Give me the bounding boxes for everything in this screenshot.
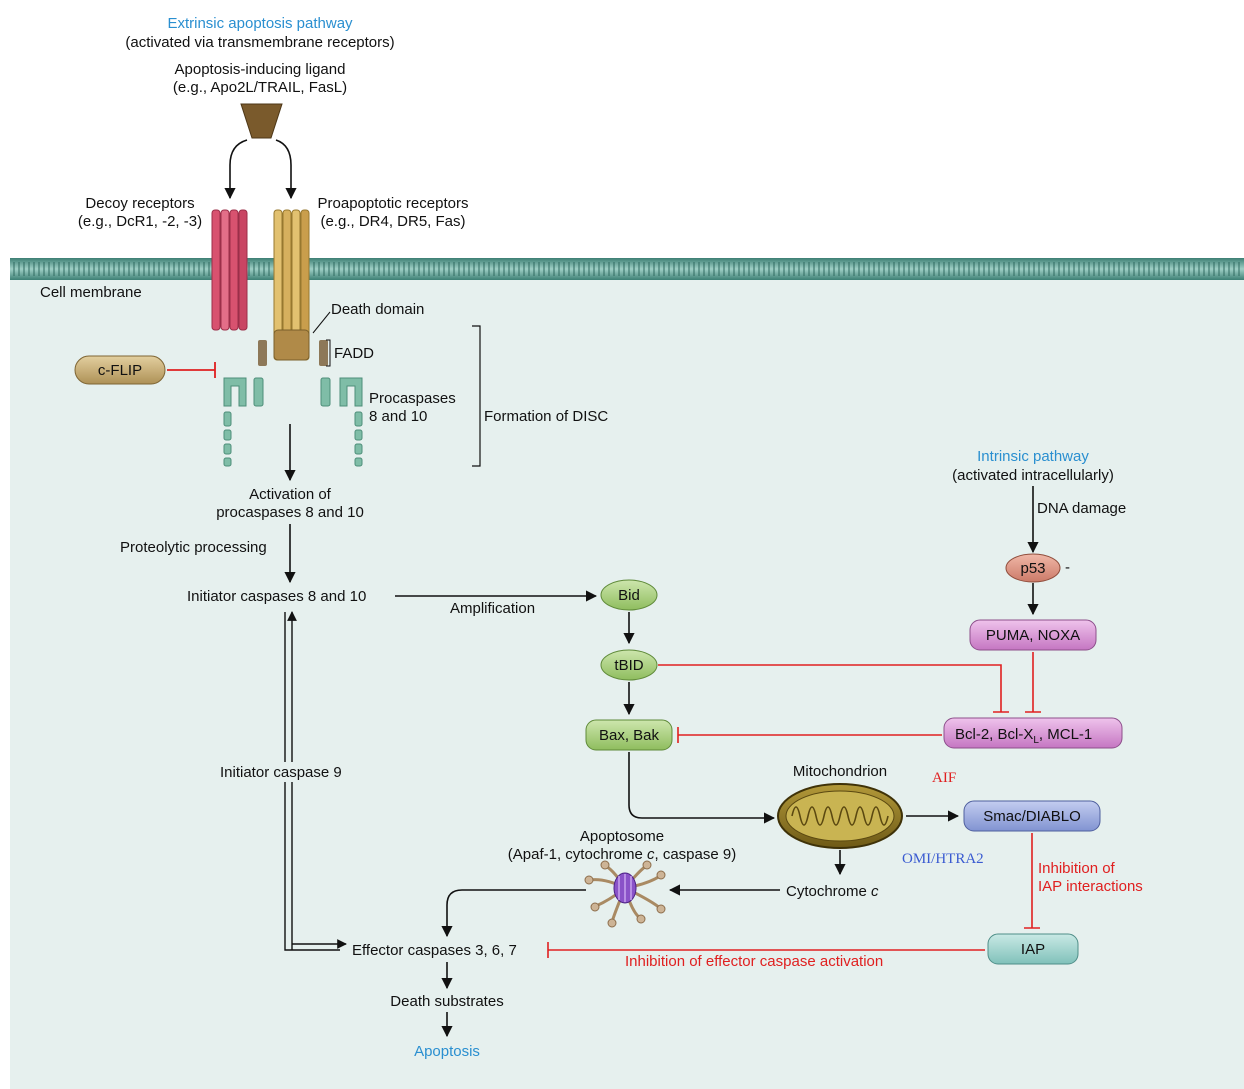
- procaspases-numbers: 8 and 10: [369, 408, 427, 425]
- cytochrome-label: Cytochrome c: [786, 883, 879, 900]
- svg-text:Bid: Bid: [618, 587, 640, 604]
- decoy-receptor: [211, 209, 248, 331]
- svg-text:IAP: IAP: [1021, 941, 1045, 958]
- smac-inhibits-iap: [1024, 833, 1040, 929]
- tbid-node: tBID: [600, 649, 658, 681]
- activation-detail: procaspases 8 and 10: [216, 504, 364, 521]
- intrinsic-title: Intrinsic pathway: [977, 448, 1089, 465]
- death-substrates-label: Death substrates: [390, 993, 503, 1010]
- disc-bracket: [472, 325, 481, 467]
- effector-inhibition-label: Inhibition of effector caspase activatio…: [625, 953, 883, 970]
- aif-label: AIF: [932, 770, 956, 786]
- activation-label: Activation of: [249, 486, 332, 503]
- effector-inhibition: [547, 942, 985, 958]
- arrow-bax-to-mitochondrion: [628, 752, 776, 824]
- initiator-8-10-label: Initiator caspases 8 and 10: [187, 588, 366, 605]
- mitochondrion-label: Mitochondrion: [793, 763, 887, 780]
- extrinsic-subtitle: (activated via transmembrane receptors): [125, 34, 394, 51]
- apoptosome-label: Apoptosome: [580, 828, 664, 845]
- apoptosome-detail-a: (Apaf-1, cytochrome: [508, 846, 647, 863]
- ligand-label: Apoptosis-inducing ligand: [175, 61, 346, 78]
- inhibition-iap-detail: IAP interactions: [1038, 878, 1143, 895]
- apoptosome-detail-b: , caspase 9): [655, 846, 737, 863]
- cell-membrane-label: Cell membrane: [40, 284, 142, 301]
- procaspases-label: Procaspases: [369, 390, 456, 407]
- cflip-inhibition: [167, 362, 216, 378]
- intrinsic-subtitle: (activated intracellularly): [952, 467, 1114, 484]
- svg-text:tBID: tBID: [614, 657, 643, 674]
- apoptosome-detail-c: c: [647, 846, 655, 863]
- svg-text:PUMA, NOXA: PUMA, NOXA: [986, 627, 1080, 644]
- omi-htra2-label: OMI/HTRA2: [902, 851, 984, 867]
- pro-receptor-examples: (e.g., DR4, DR5, Fas): [320, 213, 465, 230]
- fadd-left: [258, 340, 267, 366]
- tbid-inhibits-bcl: [658, 664, 1009, 713]
- pro-receptor-label: Proapoptotic receptors: [318, 195, 469, 212]
- arrow-apoptosome-to-effector: [441, 889, 586, 938]
- procaspase-right: [320, 377, 363, 467]
- effector-caspases-label: Effector caspases 3, 6, 7: [352, 942, 517, 959]
- p53-node: p53: [1005, 553, 1061, 583]
- disc-formation-label: Formation of DISC: [484, 408, 608, 425]
- apoptosis-label: Apoptosis: [414, 1043, 480, 1060]
- puma-inhibits-bcl: [1025, 652, 1041, 713]
- amplification-label: Amplification: [450, 600, 535, 617]
- extrinsic-title: Extrinsic apoptosis pathway: [167, 15, 353, 32]
- cflip-node: c-FLIP: [74, 355, 166, 385]
- iap-node: IAP: [987, 933, 1079, 965]
- inhibition-iap-label: Inhibition of: [1038, 860, 1116, 877]
- puma-noxa-node: PUMA, NOXA: [969, 619, 1097, 651]
- apoptosome-shape: [584, 860, 666, 928]
- ligand-example: (e.g., Apo2L/TRAIL, FasL): [173, 79, 347, 96]
- initiator-9-label: Initiator caspase 9: [220, 764, 342, 781]
- arrow-ligand-to-decoy: [224, 139, 248, 200]
- bcl2-node: Bcl-2, Bcl-XL, MCL-1: [943, 717, 1123, 749]
- decoy-receptor-examples: (e.g., DcR1, -2, -3): [78, 213, 202, 230]
- ligand-shape: [240, 103, 283, 139]
- dna-damage-label: DNA damage: [1037, 500, 1126, 517]
- fadd-right: [319, 340, 328, 366]
- bid-node: Bid: [600, 579, 658, 611]
- fadd-label: FADD: [334, 345, 374, 362]
- bcl-inhibits-bax: [677, 727, 942, 743]
- proteolytic-label: Proteolytic processing: [120, 539, 267, 556]
- bcl-subscript: L: [1033, 735, 1039, 746]
- fadd-bracket: [326, 339, 331, 367]
- proapoptotic-receptor: [273, 209, 310, 361]
- svg-text:p53: p53: [1020, 560, 1045, 577]
- procaspase-left: [223, 377, 264, 467]
- svg-text:Bcl-2, Bcl-XL, MCL-1: Bcl-2, Bcl-XL, MCL-1: [955, 726, 1092, 746]
- cell-membrane: [10, 258, 1244, 280]
- death-domain-leader: [312, 311, 331, 334]
- smac-diablo-node: Smac/DIABLO: [963, 800, 1101, 832]
- apoptosome-detail: (Apaf-1, cytochrome c, caspase 9): [508, 846, 736, 863]
- cytochrome-text: Cytochrome: [786, 883, 867, 900]
- svg-text:Bax, Bak: Bax, Bak: [599, 727, 660, 744]
- bcl-main-text: Bcl-2, Bcl-X: [955, 726, 1033, 743]
- svg-text:Smac/DIABLO: Smac/DIABLO: [983, 808, 1081, 825]
- death-domain-label: Death domain: [331, 301, 424, 318]
- mitochondrion: [777, 783, 903, 849]
- bcl-tail-text: , MCL-1: [1039, 726, 1092, 743]
- initiator-effector-link: [284, 612, 340, 951]
- p53-mark: -: [1065, 559, 1070, 576]
- cytochrome-c-italic: c: [871, 883, 879, 900]
- svg-text:c-FLIP: c-FLIP: [98, 362, 142, 379]
- decoy-receptor-label: Decoy receptors: [85, 195, 194, 212]
- arrow-ligand-to-pro: [275, 139, 297, 200]
- bax-bak-node: Bax, Bak: [585, 719, 673, 751]
